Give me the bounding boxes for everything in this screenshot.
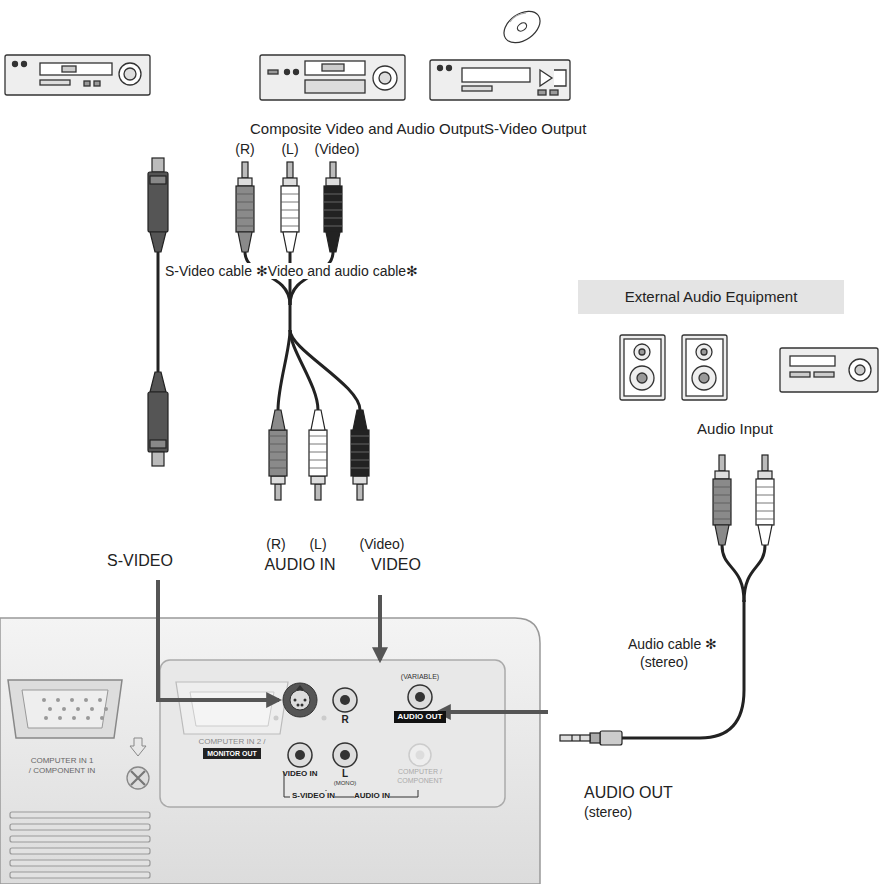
port-name: AUDIO IN <box>264 556 335 574</box>
video-player-device <box>260 55 405 100</box>
jack-label: VIDEO IN <box>282 769 317 778</box>
device-caption: S-Video Output <box>484 120 586 137</box>
speaker-icon <box>682 335 727 400</box>
port-tag: AUDIO OUT <box>394 711 447 723</box>
disc-icon <box>498 5 546 49</box>
rca-plug <box>281 162 299 252</box>
panel-label: S-VIDEO IN <box>292 791 335 800</box>
stereo-audio-cable <box>560 600 744 745</box>
rca-plug <box>351 410 369 500</box>
rca-plug <box>309 410 327 500</box>
panel-label: / COMPONENT IN <box>29 766 96 775</box>
cable-note: (stereo) <box>640 654 688 670</box>
rca-plug <box>269 410 287 500</box>
plug-label: (Video) <box>315 141 360 157</box>
port-note: (stereo) <box>584 804 632 820</box>
cable-name: Video and audio cable✻ <box>268 263 418 279</box>
panel-label: COMPUTER IN 1 <box>31 756 94 765</box>
rca-plug <box>713 455 731 545</box>
panel-label: (VARIABLE) <box>401 673 439 681</box>
amplifier-icon <box>780 348 878 392</box>
projector-rear-panel <box>0 618 540 884</box>
pointer-arrow <box>158 580 279 700</box>
port-name: S-VIDEO <box>107 552 173 570</box>
panel-label: (MONO) <box>334 780 357 787</box>
panel-label: COMPUTER IN 2 / <box>198 737 265 746</box>
cable-name: S-Video cable ✻ <box>165 263 268 279</box>
panel-label: COMPONENT <box>397 777 443 785</box>
plug-label: (R) <box>235 141 254 157</box>
cable-name: Audio cable ✻ <box>628 636 717 652</box>
panel-label: COMPUTER / <box>398 768 442 776</box>
pointer-arrow <box>378 595 382 660</box>
equipment-band: External Audio Equipment <box>578 280 844 314</box>
node-text: MONITOR OUT <box>207 750 257 758</box>
plug-label: (R) <box>266 536 285 552</box>
jack-label: L <box>342 768 348 780</box>
node-text: External Audio Equipment <box>625 289 798 306</box>
node-text: AUDIO OUT <box>398 713 443 722</box>
cable-wire <box>744 545 765 602</box>
vcr-device <box>5 55 150 95</box>
dvd-player-device <box>430 60 570 100</box>
panel-label: AUDIO IN <box>354 791 390 800</box>
jack-label: R <box>341 714 348 726</box>
device-caption: Composite Video and Audio Output <box>250 120 484 137</box>
s-video-cable <box>148 158 168 466</box>
port-tag: MONITOR OUT <box>203 748 261 759</box>
cable-wire <box>289 305 292 330</box>
rca-plug <box>236 162 254 252</box>
speaker-icon <box>620 335 665 400</box>
port-name: AUDIO OUT <box>584 784 673 802</box>
pointer-arrow <box>438 710 548 714</box>
rca-plug <box>324 162 342 252</box>
rca-plug <box>756 455 774 545</box>
plug-label: (L) <box>281 141 298 157</box>
audio-input-label: Audio Input <box>697 420 773 437</box>
plug-label: (Video) <box>360 536 405 552</box>
plug-label: (L) <box>309 536 326 552</box>
port-name: VIDEO <box>371 556 421 574</box>
cable-wire <box>278 330 290 410</box>
cable-wire <box>290 330 360 410</box>
cable-wire <box>722 545 744 602</box>
